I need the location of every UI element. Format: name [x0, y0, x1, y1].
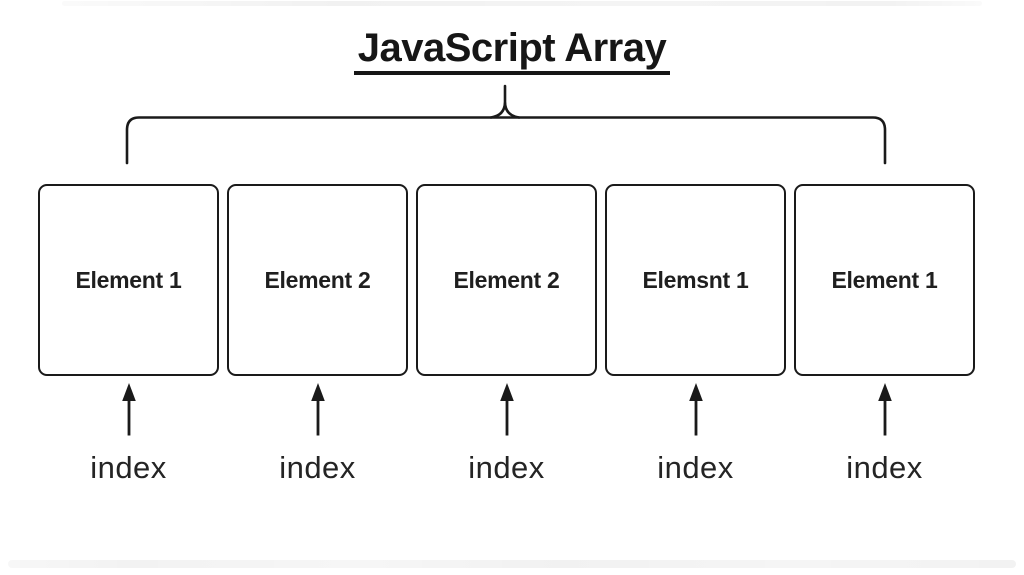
array-element-label: Element 2 — [453, 266, 560, 293]
array-element-label: Element 2 — [264, 266, 371, 293]
up-arrow-icon — [499, 383, 514, 436]
array-element-label: Element 1 — [831, 266, 938, 293]
edge-artifact-top — [62, 1, 982, 6]
index-label: index — [279, 450, 356, 485]
array-element-box: Element 2 — [227, 184, 408, 376]
array-row: Element 1 index Element 2 index Element … — [38, 184, 975, 486]
array-element-box: Elemsnt 1 — [605, 184, 786, 376]
index-label: index — [846, 450, 923, 485]
array-element-box: Element 1 — [794, 184, 975, 376]
up-arrow-icon — [877, 383, 892, 436]
array-element-cell: Element 2 index — [416, 184, 597, 486]
array-element-box: Element 1 — [38, 184, 219, 376]
title-wrap: JavaScript Array — [0, 26, 1024, 75]
edge-artifact-bottom — [8, 560, 1016, 568]
array-element-cell: Elemsnt 1 index — [605, 184, 786, 486]
array-element-cell: Element 1 index — [38, 184, 219, 486]
array-element-cell: Element 2 index — [227, 184, 408, 486]
up-arrow-icon — [688, 383, 703, 436]
index-label: index — [90, 450, 167, 485]
index-label: index — [468, 450, 545, 485]
up-arrow-icon — [121, 383, 136, 436]
up-arrow-icon — [310, 383, 325, 436]
array-element-cell: Element 1 index — [794, 184, 975, 486]
array-element-box: Element 2 — [416, 184, 597, 376]
index-label: index — [657, 450, 734, 485]
diagram-title: JavaScript Array — [353, 26, 671, 75]
array-element-label: Element 1 — [75, 266, 182, 293]
array-element-label: Elemsnt 1 — [642, 266, 749, 293]
